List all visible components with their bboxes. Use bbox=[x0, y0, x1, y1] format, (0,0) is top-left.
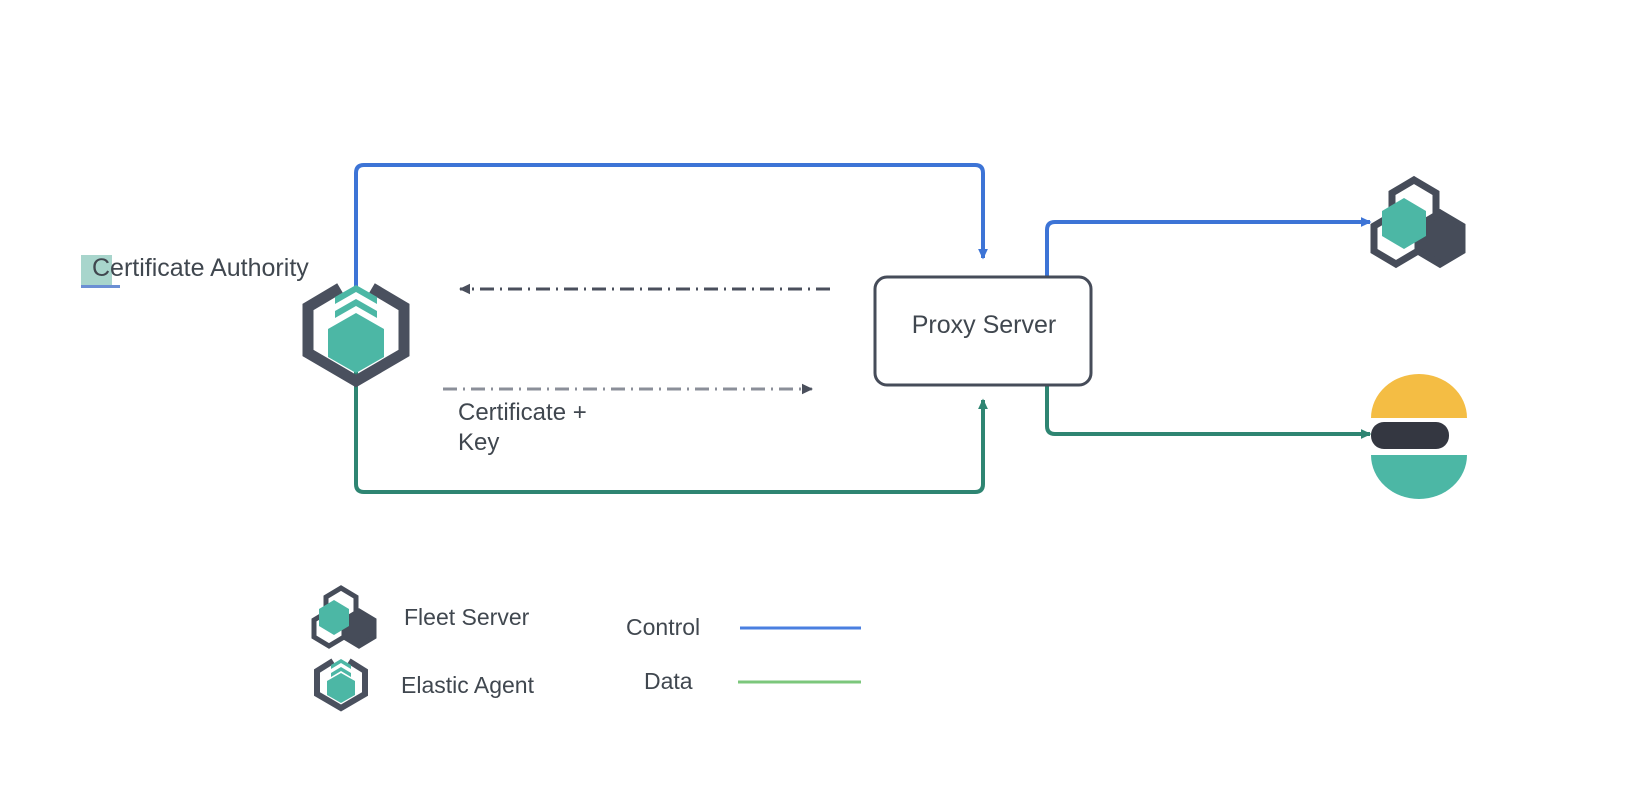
edge-control-agent-to-proxy bbox=[354, 163, 988, 290]
proxy-server-label: Proxy Server bbox=[911, 311, 1057, 339]
text-selection-underline bbox=[81, 285, 120, 288]
elasticsearch-icon bbox=[1371, 374, 1467, 499]
elastic-agent-icon bbox=[302, 283, 410, 388]
legend-item-elastic-agent-label: Elastic Agent bbox=[401, 672, 534, 698]
legend-elastic-agent-icon bbox=[314, 658, 368, 712]
edge-control-proxy-to-fleet bbox=[1045, 217, 1372, 280]
text-selection-highlight bbox=[81, 255, 112, 285]
legend-item-data-label: Data bbox=[644, 668, 693, 694]
certificate-authority-label: Certificate Authority bbox=[92, 254, 309, 282]
certificate-key-edge-label: Certificate + Key bbox=[458, 399, 587, 456]
edge-data-agent-to-proxy bbox=[354, 372, 988, 494]
fleet-server-icon bbox=[1370, 175, 1466, 269]
legend-item-control-label: Control bbox=[626, 614, 701, 640]
edge-data-proxy-to-elasticsearch bbox=[1045, 380, 1372, 439]
legend-fleet-server-icon bbox=[311, 585, 377, 649]
proxy-server-box[interactable] bbox=[873, 275, 1093, 387]
legend-item-fleet-server-label: Fleet Server bbox=[404, 604, 530, 630]
